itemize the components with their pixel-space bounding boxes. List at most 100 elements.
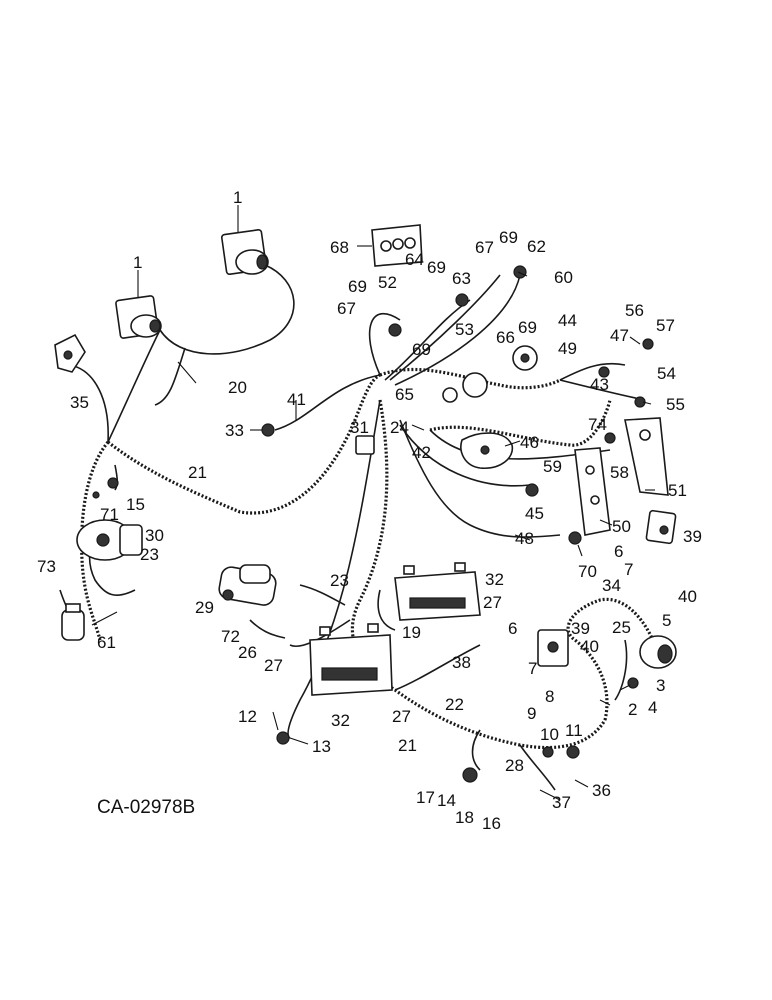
fuse-panel-68	[371, 224, 423, 267]
part-label: 56	[625, 301, 644, 320]
part-label: 43	[590, 375, 609, 394]
part-label: 9	[527, 704, 536, 723]
part-label: 64	[405, 250, 424, 269]
part-label: 40	[580, 637, 599, 656]
part-label: 18	[455, 808, 474, 827]
diagram-code: CA-02978B	[97, 797, 195, 818]
part-label: 50	[612, 517, 631, 536]
part-label: 38	[452, 653, 471, 672]
part-label: 11	[565, 721, 583, 740]
part-label: 57	[656, 316, 675, 335]
part-label: 33	[225, 421, 244, 440]
part-label: 1	[133, 253, 142, 272]
part-label: 62	[527, 237, 546, 256]
part-label: 67	[337, 299, 356, 318]
part-label: 20	[228, 378, 247, 397]
part-label: 27	[392, 707, 411, 726]
part-label: 51	[668, 481, 687, 500]
part-label: 44	[558, 311, 577, 330]
sender-61	[61, 603, 85, 641]
part-labels: 1 1 2 3 4 5 6 6 7 7 8 9 10 11 12 13 14 1…	[37, 188, 702, 833]
part-label: 55	[666, 395, 685, 414]
part-label: 61	[97, 633, 116, 652]
part-label: 10	[540, 725, 559, 744]
part-label: 23	[330, 571, 349, 590]
part-label: 21	[188, 463, 207, 482]
part-label: 7	[624, 560, 633, 579]
part-label: 7	[528, 659, 537, 678]
part-label: 54	[657, 364, 676, 383]
battery-upper-32	[394, 562, 481, 621]
bracket-50	[574, 447, 611, 536]
cab-light-1-lower	[115, 295, 162, 339]
part-label: 40	[678, 587, 697, 606]
part-label: 39	[683, 527, 702, 546]
part-label: 47	[610, 326, 629, 345]
part-label: 69	[412, 340, 431, 359]
starter-29	[218, 564, 277, 606]
part-label: 21	[398, 736, 417, 755]
part-label: 69	[499, 228, 518, 247]
part-label: 73	[37, 557, 56, 576]
part-label: 53	[455, 320, 474, 339]
part-label: 24	[390, 418, 409, 437]
part-label: 2	[628, 700, 637, 719]
work-light-5	[639, 635, 677, 669]
part-label: 46	[520, 433, 539, 452]
part-label: 59	[543, 457, 562, 476]
part-label: 68	[330, 238, 349, 257]
part-label: 27	[264, 656, 283, 675]
part-label: 15	[126, 495, 145, 514]
part-label: 67	[475, 238, 494, 257]
part-label: 26	[238, 643, 257, 662]
part-label: 8	[545, 687, 554, 706]
part-label: 17	[416, 788, 435, 807]
part-label: 35	[70, 393, 89, 412]
small-connectors	[92, 265, 654, 783]
part-label: 65	[395, 385, 414, 404]
part-label: 36	[592, 781, 611, 800]
part-label: 37	[552, 793, 571, 812]
part-label: 22	[445, 695, 464, 714]
part-label: 39	[571, 619, 590, 638]
part-label: 13	[312, 737, 331, 756]
part-label: 72	[221, 627, 240, 646]
part-label: 49	[558, 339, 577, 358]
part-label: 52	[378, 273, 397, 292]
part-label: 48	[515, 529, 534, 548]
part-label: 28	[505, 756, 524, 775]
part-label: 69	[348, 277, 367, 296]
warning-lamp-6	[537, 629, 569, 667]
part-label: 69	[518, 318, 537, 337]
part-label: 60	[554, 268, 573, 287]
part-label: 42	[412, 443, 431, 462]
part-label: 3	[656, 676, 665, 695]
flasher-unit	[645, 509, 677, 545]
part-label: 5	[662, 611, 671, 630]
part-label: 66	[496, 328, 515, 347]
alternator-30	[76, 519, 143, 561]
part-label: 63	[452, 269, 471, 288]
part-label: 41	[287, 390, 306, 409]
relay-31	[355, 435, 375, 455]
part-label: 25	[612, 618, 631, 637]
part-label: 14	[437, 791, 456, 810]
part-label: 19	[402, 623, 421, 642]
part-label: 69	[427, 258, 446, 277]
instrument-cluster	[442, 345, 538, 403]
part-label: 6	[508, 619, 517, 638]
part-label: 31	[350, 418, 369, 437]
part-label: 70	[578, 562, 597, 581]
part-label: 27	[483, 593, 502, 612]
part-label: 16	[482, 814, 501, 833]
part-label: 45	[525, 504, 544, 523]
part-label: 23	[140, 545, 159, 564]
battery-lower-32	[309, 623, 393, 696]
part-label: 71	[100, 505, 119, 524]
bracket-51	[624, 417, 669, 496]
leader-lines	[91, 205, 655, 801]
part-label: 4	[648, 698, 657, 717]
part-label: 29	[195, 598, 214, 617]
part-label: 6	[614, 542, 623, 561]
